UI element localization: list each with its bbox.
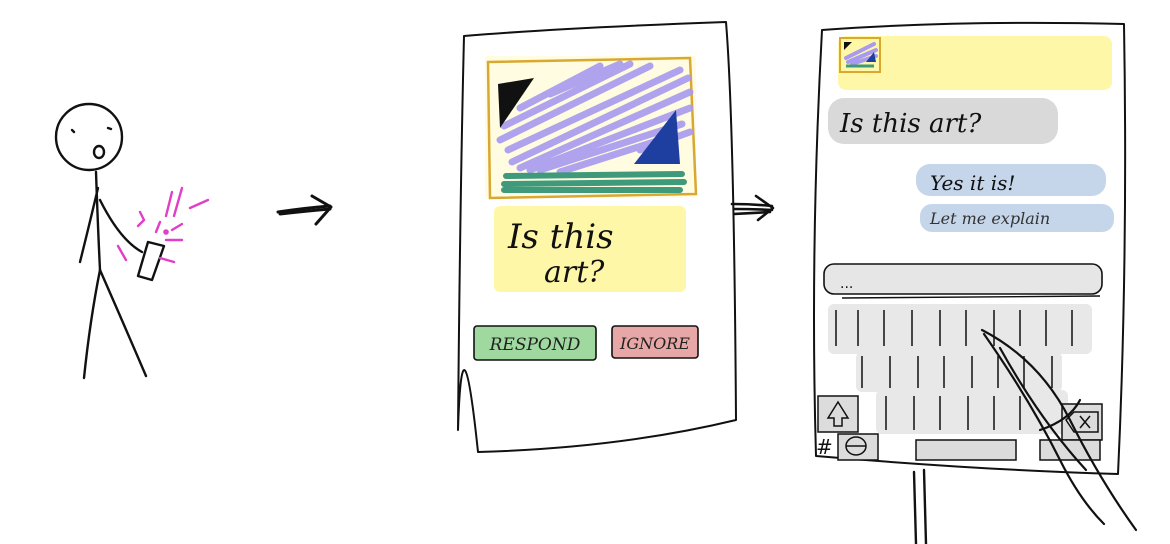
figure-right-arm (98, 198, 144, 254)
figure-phone (136, 240, 166, 282)
return-key[interactable] (1039, 439, 1101, 461)
notification-screen: Is this art? RESPOND IGNORE (457, 21, 737, 453)
ignore-label: IGNORE (619, 334, 690, 353)
art-blue-triangle (634, 110, 680, 164)
art-black-triangle (498, 78, 534, 128)
incoming-message: Is this art? (839, 109, 982, 139)
symbols-key[interactable]: # (816, 435, 833, 459)
figure-head (54, 102, 124, 172)
finger-gesture (980, 328, 1138, 532)
question-highlight (494, 206, 686, 292)
keyboard-row-3[interactable] (885, 396, 1021, 430)
backspace-icon (1065, 411, 1099, 433)
reply-bubble-2 (920, 204, 1114, 232)
space-key[interactable] (915, 439, 1017, 461)
art-thumbnail (839, 37, 881, 73)
chat-screen: Is this art? Yes it is! Let me explain .… (813, 21, 1138, 544)
emoji-key[interactable] (837, 433, 879, 461)
figure-eye-right (106, 126, 113, 131)
reply-line-1: Yes it is! (930, 171, 1015, 195)
incoming-bubble (828, 98, 1058, 144)
figure-left-leg (82, 268, 102, 380)
art-card (485, 56, 698, 200)
figure-body (94, 170, 102, 272)
ignore-button[interactable]: IGNORE (611, 325, 699, 359)
art-green-strip (501, 171, 687, 193)
reply-bubble-1 (916, 164, 1106, 196)
arrow-to-notification (276, 194, 333, 226)
chat-header (838, 36, 1112, 90)
figure-eye-left (70, 128, 76, 134)
shift-arrow-icon (826, 400, 850, 427)
keyboard (817, 304, 1103, 461)
holding-hand (912, 468, 928, 544)
figure-mouth (92, 144, 106, 160)
reply-line-2: Let me explain (929, 209, 1050, 228)
keyboard-row-1[interactable] (835, 310, 1073, 346)
keyboard-row-2[interactable] (861, 356, 1053, 388)
figure-left-arm (78, 186, 100, 264)
arrow-to-chat (730, 194, 775, 222)
art-purple-scribble (496, 60, 694, 176)
question-line-1: Is this (507, 217, 614, 257)
vibration-lines (116, 186, 210, 264)
message-input-value: ... (840, 276, 853, 292)
phone-outline-2 (813, 21, 1127, 475)
respond-label: RESPOND (489, 335, 581, 355)
respond-button[interactable]: RESPOND (473, 325, 597, 361)
art-frame (486, 56, 698, 200)
message-input[interactable]: ... (823, 263, 1103, 299)
stick-figure (54, 102, 166, 380)
phone-outline-1 (457, 21, 737, 453)
question-line-2: art? (544, 255, 605, 290)
figure-right-leg (98, 268, 148, 378)
